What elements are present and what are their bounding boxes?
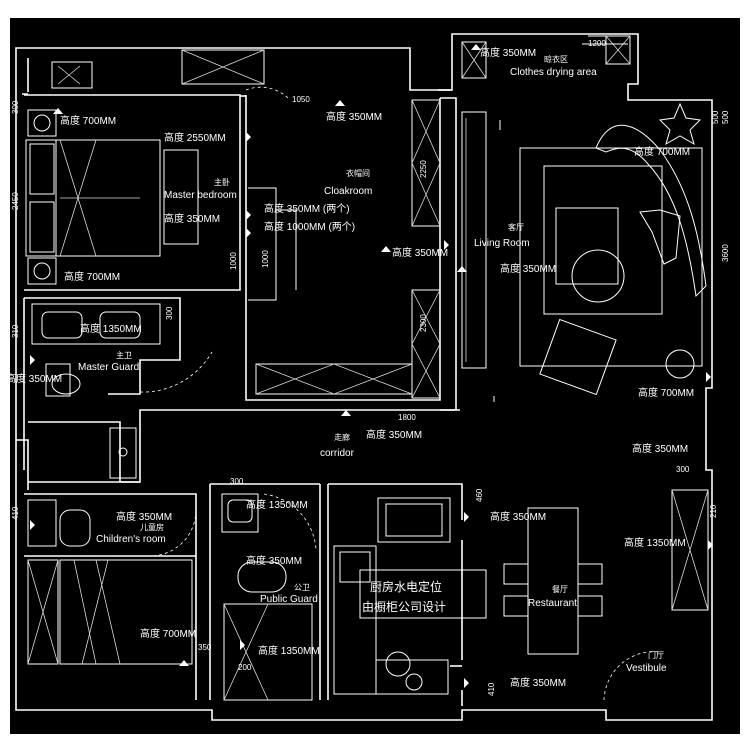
label-public-guard-en: Public Guard xyxy=(260,594,318,605)
socket-markers xyxy=(30,44,713,688)
height-mb-top: 高度 700MM xyxy=(60,114,116,127)
dim-1200: 1200 xyxy=(588,39,606,48)
label-cloakroom-cn: 衣帽间 xyxy=(346,168,370,178)
label-master-bedroom-en: Master bedroom xyxy=(164,190,237,201)
height-living-bottom: 高度 700MM xyxy=(638,386,694,399)
dim-1800: 1800 xyxy=(398,413,416,422)
height-mb-bottom: 高度 700MM xyxy=(64,270,120,283)
height-kitchen-bottom: 高度 350MM xyxy=(510,676,566,689)
label-master-guard-cn: 主卫 xyxy=(116,350,132,360)
dim-300-pg: 300 xyxy=(230,477,244,486)
floor-plan-canvas: 晾衣区 Clothes drying area 主卧 Master bedroo… xyxy=(10,18,740,734)
dim-300-v: 300 xyxy=(676,465,690,474)
label-living-room-en: Living Room xyxy=(474,238,530,249)
kitchen-fixtures xyxy=(333,497,487,695)
label-restaurant-en: Restaurant xyxy=(528,598,577,609)
dim-500-a: 500 xyxy=(711,110,720,124)
height-pg-bottom: 高度 1350MM xyxy=(258,644,320,657)
door-swings xyxy=(149,86,661,701)
dim-1000-a: 1000 xyxy=(229,252,238,270)
dim-2300: 2300 xyxy=(419,314,428,332)
height-cr-top: 高度 350MM xyxy=(116,510,172,523)
dim-460: 460 xyxy=(475,488,484,502)
vestibule-cabinet xyxy=(671,489,709,611)
label-public-guard-cn: 公卫 xyxy=(294,583,310,592)
label-childrens-room-en: Children's room xyxy=(96,534,166,545)
kitchen-note-line1: 厨房水电定位 xyxy=(370,579,442,594)
height-vest-cab: 高度 1350MM xyxy=(624,536,686,549)
height-cr-bottom: 高度 700MM xyxy=(140,627,196,640)
height-living-sofa: 高度 700MM xyxy=(634,145,690,158)
dim-300-mg: 300 xyxy=(165,306,174,320)
height-drying: 高度 350MM xyxy=(480,46,536,59)
height-living-mid: 高度 350MM xyxy=(500,262,556,275)
height-mg-sink: 高度 1350MM xyxy=(80,322,142,335)
height-corridor: 高度 350MM xyxy=(366,428,422,441)
dim-350: 350 xyxy=(198,643,212,652)
height-mb-bed: 高度 350MM xyxy=(164,212,220,225)
dim-200: 200 xyxy=(238,663,252,672)
dim-310: 310 xyxy=(11,324,20,338)
label-vestibule-en: Vestibule xyxy=(626,663,667,674)
dim-500-b: 500 xyxy=(721,110,730,124)
height-cloak-c: 高度 350MM xyxy=(392,246,448,259)
label-restaurant-cn: 餐厅 xyxy=(552,585,568,594)
living-furniture xyxy=(461,102,707,396)
dim-2450: 2450 xyxy=(11,192,20,210)
kitchen-note-line2: 由橱柜公司设计 xyxy=(362,600,446,614)
height-pg-top: 高度 1350MM xyxy=(246,498,308,511)
height-pg-wc: 高度 350MM xyxy=(246,554,302,567)
label-master-bedroom-cn: 主卧 xyxy=(214,177,230,187)
label-cloakroom-en: Cloakroom xyxy=(324,186,372,197)
dining-furniture xyxy=(503,507,603,655)
height-cloak-top: 高度 350MM xyxy=(326,110,382,123)
height-vest-top: 高度 350MM xyxy=(632,442,688,455)
label-corridor-cn: 走廊 xyxy=(334,432,350,442)
top-windows xyxy=(51,49,265,89)
height-rest-top: 高度 350MM xyxy=(490,510,546,523)
dim-210: 210 xyxy=(709,504,718,518)
room-labels: 晾衣区 Clothes drying area 主卧 Master bedroo… xyxy=(78,54,667,674)
height-cloak-a: 高度 350MM (两个) xyxy=(264,202,350,215)
dim-300-mb: 300 xyxy=(11,100,20,114)
interior-walls xyxy=(23,94,463,706)
floor-plan-svg: 晾衣区 Clothes drying area 主卧 Master bedroo… xyxy=(10,33,730,721)
label-master-guard-en: Master Guard xyxy=(78,362,139,373)
label-vestibule-cn: 门厅 xyxy=(648,650,664,660)
label-living-room-cn: 客厅 xyxy=(508,222,524,232)
cloakroom-wardrobes xyxy=(248,99,441,399)
label-corridor-en: corridor xyxy=(320,448,355,459)
dim-410-k: 410 xyxy=(487,682,496,696)
outer-walls xyxy=(15,33,713,721)
dim-410: 410 xyxy=(11,506,20,520)
height-annotations: 高度 350MM 高度 700MM 高度 2550MM 高度 350MM 高度 … xyxy=(10,46,694,689)
dim-3600: 3600 xyxy=(721,244,730,262)
public-guard-fixtures xyxy=(221,493,317,701)
height-mg-wc: 高度 350MM xyxy=(10,372,62,385)
master-guard-fixtures xyxy=(31,303,213,479)
master-bed xyxy=(25,109,199,285)
dim-1000-b: 1000 xyxy=(261,250,270,268)
height-cloak-b: 高度 1000MM (两个) xyxy=(264,220,355,233)
label-clothes-drying-en: Clothes drying area xyxy=(510,67,597,78)
dim-1050: 1050 xyxy=(292,95,310,104)
dimension-labels: 1200 500 1050 300 2450 1000 1000 2250 23… xyxy=(11,39,730,696)
label-clothes-drying-cn: 晾衣区 xyxy=(544,54,568,64)
drying-area xyxy=(461,35,631,79)
dim-2250: 2250 xyxy=(419,160,428,178)
label-childrens-room-cn: 儿童房 xyxy=(140,522,164,532)
childrens-room-fixtures xyxy=(27,499,193,665)
height-mb-mid: 高度 2550MM xyxy=(164,131,226,144)
